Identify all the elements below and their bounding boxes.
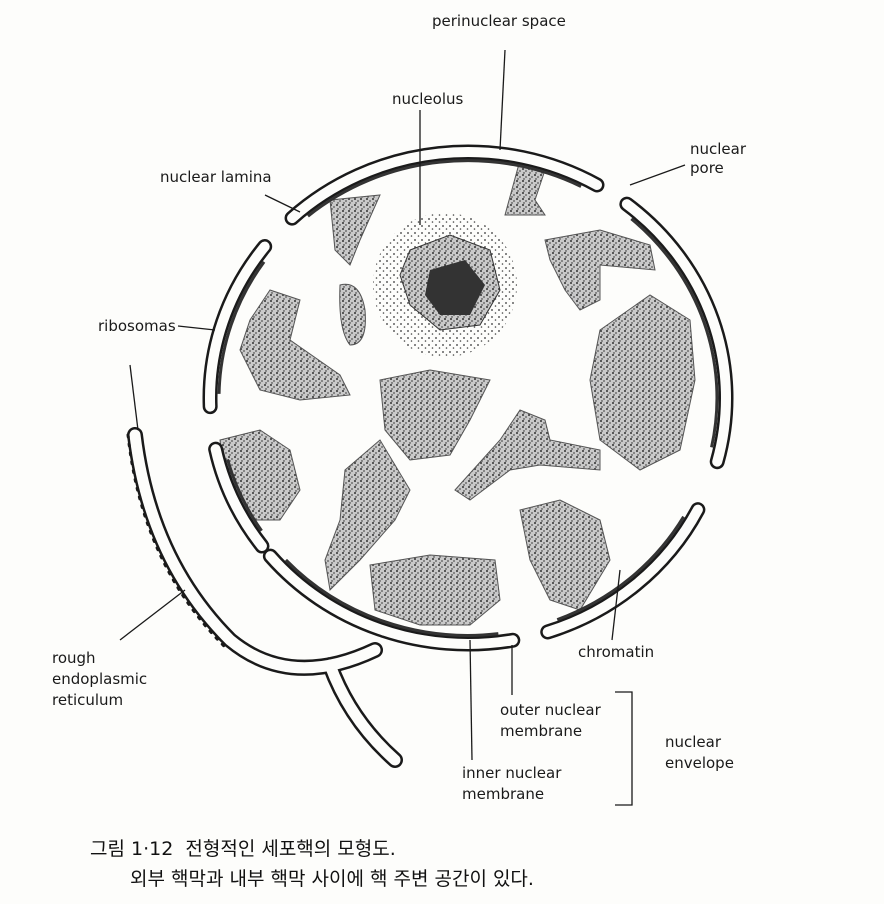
nuclear-lamina	[284, 558, 499, 637]
chromatin-masses	[219, 159, 696, 626]
caption-line-2: 외부 핵막과 내부 핵막 사이에 핵 주변 공간이 있다.	[130, 868, 534, 890]
nuclear-lamina	[630, 217, 719, 448]
label-nuclear-lamina: nuclear lamina	[160, 168, 272, 186]
nuclear-lamina	[226, 459, 263, 532]
label-rough-er: rough endoplasmic reticulum	[52, 649, 148, 709]
label-nuclear-pore: nuclear pore	[690, 140, 747, 177]
rough-endoplasmic-reticulum	[126, 427, 403, 768]
envelope-segment	[265, 551, 518, 649]
label-ribosomas: ribosomas	[98, 317, 176, 335]
envelope-segment	[210, 444, 267, 552]
label-inner-nuclear-membrane: inner nuclear membrane	[462, 764, 562, 803]
envelope-segment	[621, 199, 731, 467]
nuclear-envelope	[202, 144, 734, 652]
envelope-segment	[542, 504, 703, 637]
nuclear-lamina	[307, 159, 582, 218]
leader-lines	[119, 49, 686, 806]
caption-line-1: 그림 1·12 전형적인 세포핵의 모형도.	[90, 838, 396, 860]
label-nuclear-envelope: nuclear envelope	[665, 733, 734, 772]
label-outer-nuclear-membrane: outer nuclear membrane	[500, 701, 601, 740]
label-chromatin: chromatin	[578, 643, 655, 661]
label-perinuclear-space: perinuclear space	[432, 12, 566, 30]
nuclear-lamina	[556, 515, 685, 622]
envelope-segment	[205, 241, 270, 412]
nucleolus	[373, 213, 517, 357]
nuclear-lamina	[217, 260, 266, 394]
label-nucleolus: nucleolus	[392, 90, 464, 108]
envelope-segment	[287, 147, 602, 224]
